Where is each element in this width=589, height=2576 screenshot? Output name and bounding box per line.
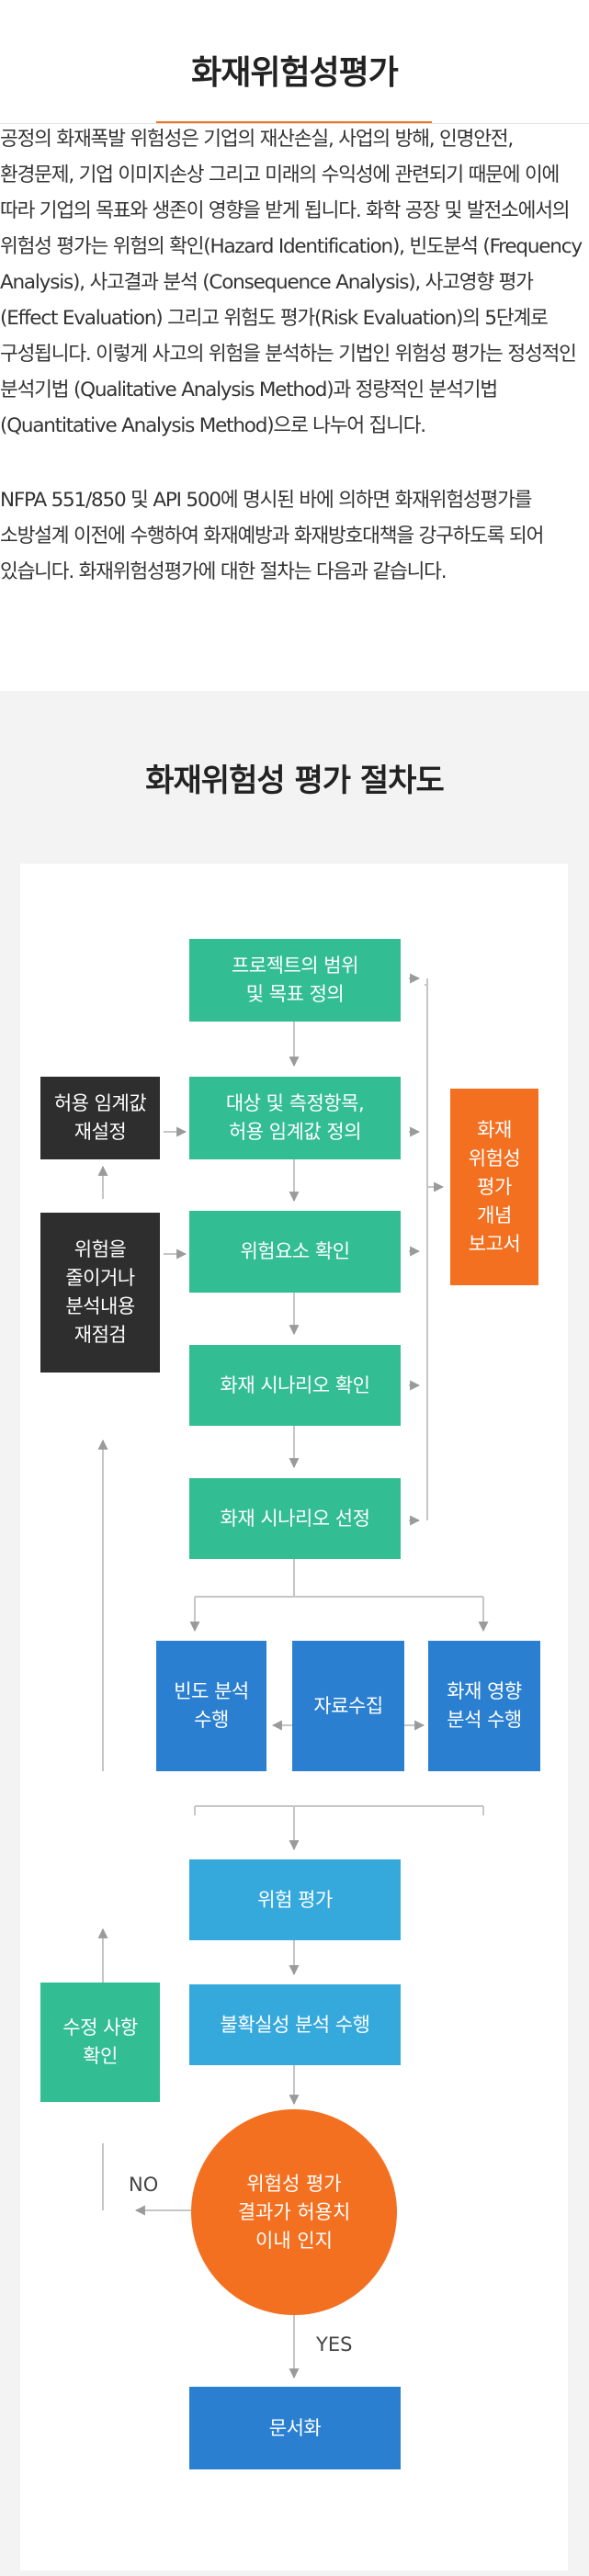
standards-paragraph: NFPA 551/850 및 API 500에 명시된 바에 의하면 화재위험성… — [0, 489, 544, 583]
step-data-collection: 자료수집 — [292, 1641, 404, 1771]
step-fire-scenario-identification: 화재 시나리오 확인 — [189, 1345, 401, 1426]
intro-paragraph: 공정의 화재폭발 위험성은 기업의 재산손실, 사업의 방해, 인명안전, 환경… — [0, 128, 583, 437]
title-underline — [156, 121, 432, 123]
step-fire-scenario-selection: 화재 시나리오 선정 — [189, 1478, 401, 1559]
flowchart-title: 화재위험성 평가 절차도 — [145, 763, 444, 799]
step-documentation: 문서화 — [189, 2387, 401, 2469]
page-title: 화재위험성평가 — [191, 54, 399, 92]
step-hazard-identification: 위험요소 확인 — [189, 1211, 401, 1293]
step-uncertainty-analysis: 불확실성 분석 수행 — [189, 1984, 401, 2065]
step-target-threshold: 대상 및 측정항목,허용 임계값 정의 — [189, 1077, 401, 1159]
step-risk-evaluation: 위험 평가 — [189, 1859, 401, 1940]
yes-label: YES — [316, 2333, 353, 2356]
title-divider — [0, 123, 589, 124]
no-label: NO — [129, 2174, 159, 2196]
